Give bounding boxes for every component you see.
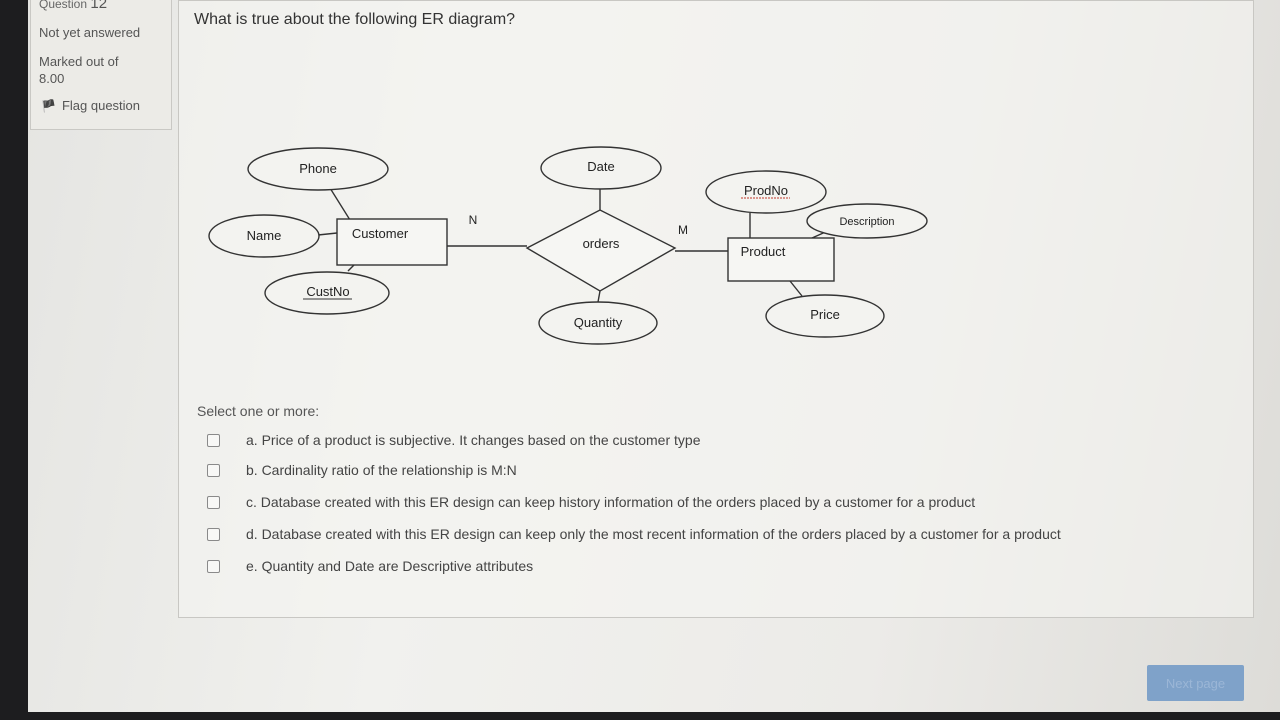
line-price-product (789, 280, 803, 297)
question-number-value: 12 (90, 0, 108, 12)
next-page-button[interactable]: Next page (1147, 665, 1244, 701)
entity-customer-box (336, 218, 448, 266)
answer-state: Not yet answered (39, 25, 141, 40)
marks-label: Marked out of (39, 54, 119, 69)
attr-date-ellipse (540, 146, 662, 190)
question-text: What is true about the following ER diag… (194, 11, 516, 28)
option-a[interactable]: a. Price of a product is subjective. It … (207, 432, 700, 448)
cardinality-m: M (678, 223, 688, 237)
relationship-diamond (525, 209, 677, 292)
attr-custno-label: CustNo (306, 284, 349, 299)
flag-question-link[interactable]: 🏴 Flag question (41, 98, 140, 113)
attr-description-label: Description (839, 216, 894, 228)
flag-label: Flag question (61, 98, 141, 113)
select-prompt: Select one or more: (197, 403, 320, 419)
entity-product-box (727, 237, 835, 282)
option-e-label: e. Quantity and Date are Descriptive att… (246, 558, 534, 574)
line-name-customer (317, 232, 338, 236)
question-number: Question 12 (39, 0, 107, 12)
marks-info: Marked out of 8.00 (39, 53, 119, 87)
attr-price-ellipse (765, 294, 885, 338)
attr-date-label: Date (587, 159, 614, 174)
entity-product-label: Product (741, 244, 786, 259)
attr-prodno-label: ProdNo (744, 183, 788, 198)
flag-icon: 🏴 (41, 98, 56, 113)
attr-custno-ellipse (264, 271, 390, 315)
attr-quantity-label: Quantity (574, 315, 623, 330)
option-a-label: a. Price of a product is subjective. It … (246, 432, 701, 448)
screen-bezel (0, 0, 28, 720)
option-c[interactable]: c. Database created with this ER design … (207, 494, 975, 510)
question-info-panel: Question 12 Not yet answered Marked out … (30, 0, 172, 130)
option-c-checkbox[interactable] (207, 495, 220, 509)
option-d[interactable]: d. Database created with this ER design … (207, 526, 1061, 542)
attr-prodno-ellipse (705, 170, 827, 214)
attr-description-ellipse (806, 203, 928, 239)
attr-name-label: Name (247, 228, 282, 243)
option-e-checkbox[interactable] (207, 559, 220, 573)
option-d-checkbox[interactable] (207, 527, 220, 541)
attr-phone-label: Phone (299, 161, 337, 176)
option-b[interactable]: b. Cardinality ratio of the relationship… (207, 462, 517, 478)
line-quantity-orders (597, 290, 601, 303)
screen-bezel-bottom (0, 712, 1280, 720)
marks-value: 8.00 (39, 71, 65, 86)
option-b-label: b. Cardinality ratio of the relationship… (246, 462, 517, 478)
option-b-checkbox[interactable] (207, 463, 220, 477)
cardinality-n: N (469, 213, 478, 227)
attr-price-label: Price (810, 307, 840, 322)
attr-name-ellipse (208, 214, 320, 258)
entity-customer-label: Customer (352, 226, 409, 241)
attr-phone-ellipse (247, 147, 389, 191)
option-a-checkbox[interactable] (207, 433, 220, 447)
er-diagram: Phone Name CustNo Date Quantity ProdNo D… (208, 146, 928, 345)
relationship-label: orders (583, 236, 620, 251)
option-e[interactable]: e. Quantity and Date are Descriptive att… (207, 558, 533, 574)
option-d-label: d. Database created with this ER design … (246, 526, 1061, 542)
question-label: Question (39, 0, 88, 11)
option-c-label: c. Database created with this ER design … (246, 494, 976, 510)
attr-quantity-ellipse (538, 301, 658, 345)
line-phone-customer (329, 187, 351, 221)
